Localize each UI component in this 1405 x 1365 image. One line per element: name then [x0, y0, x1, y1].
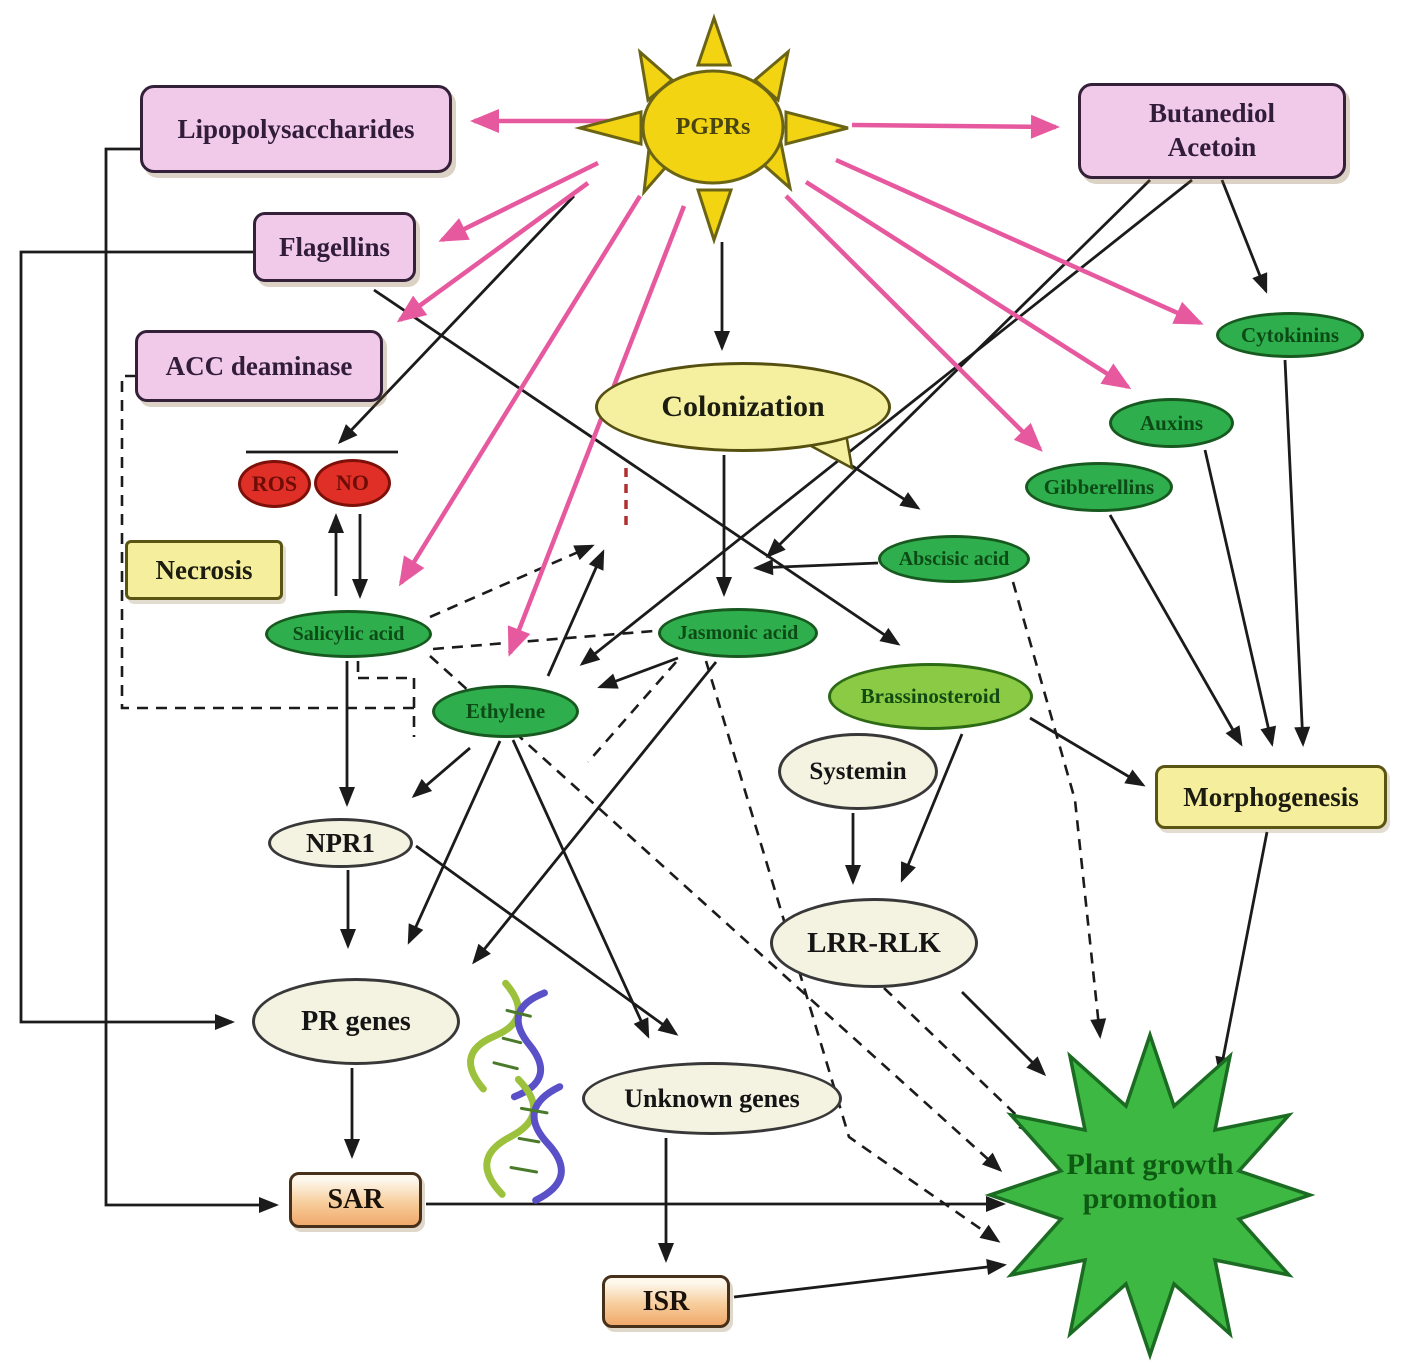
node-no: NO	[314, 459, 391, 507]
node-auxins: Auxins	[1109, 398, 1234, 448]
arrow-morphogenesis-to-star	[1215, 831, 1269, 1077]
jasmonic-acid-label: Jasmonic acid	[677, 621, 799, 644]
node-cytokinins: Cytokinins	[1216, 312, 1364, 358]
node-isr: ISR	[602, 1275, 730, 1328]
pink-arrows	[396, 109, 1204, 657]
node-colonization: Colonization	[595, 362, 891, 452]
node-lipopolysaccharides: Lipopolysaccharides	[140, 85, 452, 173]
node-ros: ROS	[238, 460, 311, 508]
node-morphogenesis: Morphogenesis	[1155, 765, 1387, 829]
butanediol-label-line1: Butanediol	[1148, 98, 1276, 129]
node-brassinosteroid: Brassinosteroid	[828, 663, 1033, 730]
node-pgprs: PGPRs	[645, 105, 781, 149]
no-label: NO	[336, 470, 369, 495]
arrow-flagellins-to-brassinosteroid	[373, 288, 901, 646]
node-jasmonic-acid: Jasmonic acid	[658, 608, 818, 658]
node-npr1: NPR1	[268, 818, 413, 868]
arrow-ethylene-to-unknown-genes	[511, 739, 650, 1039]
arrow-sun-to-gibberellins	[784, 194, 1043, 452]
node-lrr-rlk: LRR-RLK	[770, 898, 978, 988]
arrow-sun-to-flagellins	[438, 160, 599, 243]
arrow-flagellins-to-pr-genes	[19, 250, 255, 1030]
sun-icon	[574, 13, 849, 245]
arrow-ethylene-to-npr1	[411, 746, 471, 798]
dashed-jasmonic-crosstalk	[587, 661, 677, 763]
node-ethylene: Ethylene	[432, 685, 579, 738]
cytokinins-label: Cytokinins	[1240, 322, 1340, 347]
arrow-lrr-rlk-to-star	[961, 991, 1047, 1077]
arrow-auxins-to-morphogenesis	[1203, 449, 1277, 747]
dna-helix-illustration	[467, 979, 565, 1204]
arrow-sun-to-auxins	[804, 180, 1132, 390]
dashed-lrr-rlk-to-star	[883, 987, 1039, 1137]
ros-label: ROS	[251, 471, 298, 496]
sar-label: SAR	[327, 1184, 384, 1215]
acc-deaminase-label: ACC deaminase	[165, 350, 353, 381]
node-necrosis: Necrosis	[125, 540, 283, 600]
brassinosteroid-label: Brassinosteroid	[860, 684, 1001, 708]
arrow-isr-to-star	[733, 1259, 1007, 1299]
dashed-jasmonic-to-star	[704, 660, 1001, 1243]
arrow-sun-to-cytokinins	[835, 157, 1204, 326]
black-dashed-arrows	[120, 374, 1107, 1243]
gibberellins-label: Gibberellins	[1043, 474, 1155, 499]
arrow-brassinosteroid-to-lrr-rlk	[900, 733, 964, 883]
arrow-butanediol-to-cytokinins	[1220, 179, 1268, 294]
abscisic-acid-label: Abscisic acid	[898, 547, 1010, 570]
pgprs-label: PGPRs	[675, 113, 751, 140]
node-unknown-genes: Unknown genes	[582, 1062, 842, 1135]
arrow-abscisic-to-jasmonic	[753, 559, 879, 576]
npr1-label: NPR1	[306, 827, 375, 858]
node-pr-genes: PR genes	[252, 978, 460, 1065]
node-sar: SAR	[289, 1172, 422, 1228]
salicylic-acid-label: Salicylic acid	[292, 622, 405, 645]
dashed-abscisic-to-star	[1011, 581, 1107, 1039]
dashed-salicylic-to-inhibition-tick	[429, 544, 595, 619]
plant-growth-promotion-star	[984, 1029, 1316, 1361]
butanediol-label-line2: Acetoin	[1167, 132, 1257, 162]
colonization-label: Colonization	[661, 390, 825, 423]
flagellins-label: Flagellins	[278, 231, 390, 262]
unknown-genes-label: Unknown genes	[624, 1083, 800, 1113]
arrow-npr1-to-unknown-genes	[415, 844, 679, 1036]
node-gibberellins: Gibberellins	[1025, 462, 1173, 512]
black-solid-arrows	[19, 147, 1311, 1299]
arrow-lipopolysaccharides-to-sar	[104, 147, 279, 1213]
arrow-brassinosteroid-to-morphogenesis	[1029, 716, 1146, 787]
arrow-jasmonic-to-ethylene	[597, 656, 679, 689]
necrosis-label: Necrosis	[155, 554, 253, 585]
arrow-gibberellins-to-morphogenesis	[1108, 514, 1243, 747]
node-plant-growth-promotion: Plant growth promotion	[1022, 1122, 1278, 1242]
lrr-rlk-label: LRR-RLK	[807, 926, 941, 959]
lipopolysaccharides-label: Lipopolysaccharides	[177, 113, 415, 144]
dashed-salicylic-to-star	[429, 655, 1003, 1173]
node-flagellins: Flagellins	[253, 212, 416, 282]
arrow-ethylene-to-inhibition-tick	[546, 549, 605, 677]
pr-genes-label: PR genes	[301, 1005, 411, 1037]
plant-growth-promotion-line2: promotion	[1082, 1182, 1218, 1215]
plant-growth-promotion-line1: Plant growth	[1066, 1147, 1234, 1181]
arrow-sun-to-ethylene	[507, 205, 687, 657]
dashed-acc-deaminase-to-ethylene	[120, 374, 416, 737]
ethylene-label: Ethylene	[465, 699, 546, 723]
node-abscisic-acid: Abscisic acid	[878, 535, 1030, 583]
morphogenesis-label: Morphogenesis	[1183, 781, 1359, 812]
systemin-label: Systemin	[809, 757, 907, 785]
arrow-sun-to-acc-deaminase	[396, 181, 590, 323]
arrow-ethylene-to-pr-genes	[407, 740, 502, 945]
arrow-sun-to-salicylic	[398, 194, 642, 587]
node-acc-deaminase: ACC deaminase	[135, 330, 383, 402]
node-systemin: Systemin	[778, 733, 938, 810]
arrow-colonization-to-abscisic	[845, 460, 921, 510]
arrow-cytokinins-to-morphogenesis	[1283, 359, 1311, 747]
arrow-jasmonic-to-pr-genes	[472, 661, 718, 965]
arrow-sun-to-ros-no	[337, 195, 576, 445]
node-salicylic-acid: Salicylic acid	[265, 610, 432, 658]
node-butanediol-acetoin: Butanediol Acetoin	[1078, 83, 1346, 179]
auxins-label: Auxins	[1139, 410, 1204, 435]
isr-label: ISR	[642, 1285, 690, 1317]
arrow-sun-to-butanediol	[851, 114, 1060, 139]
arrow-butanediol-to-ethylene	[579, 178, 1193, 666]
